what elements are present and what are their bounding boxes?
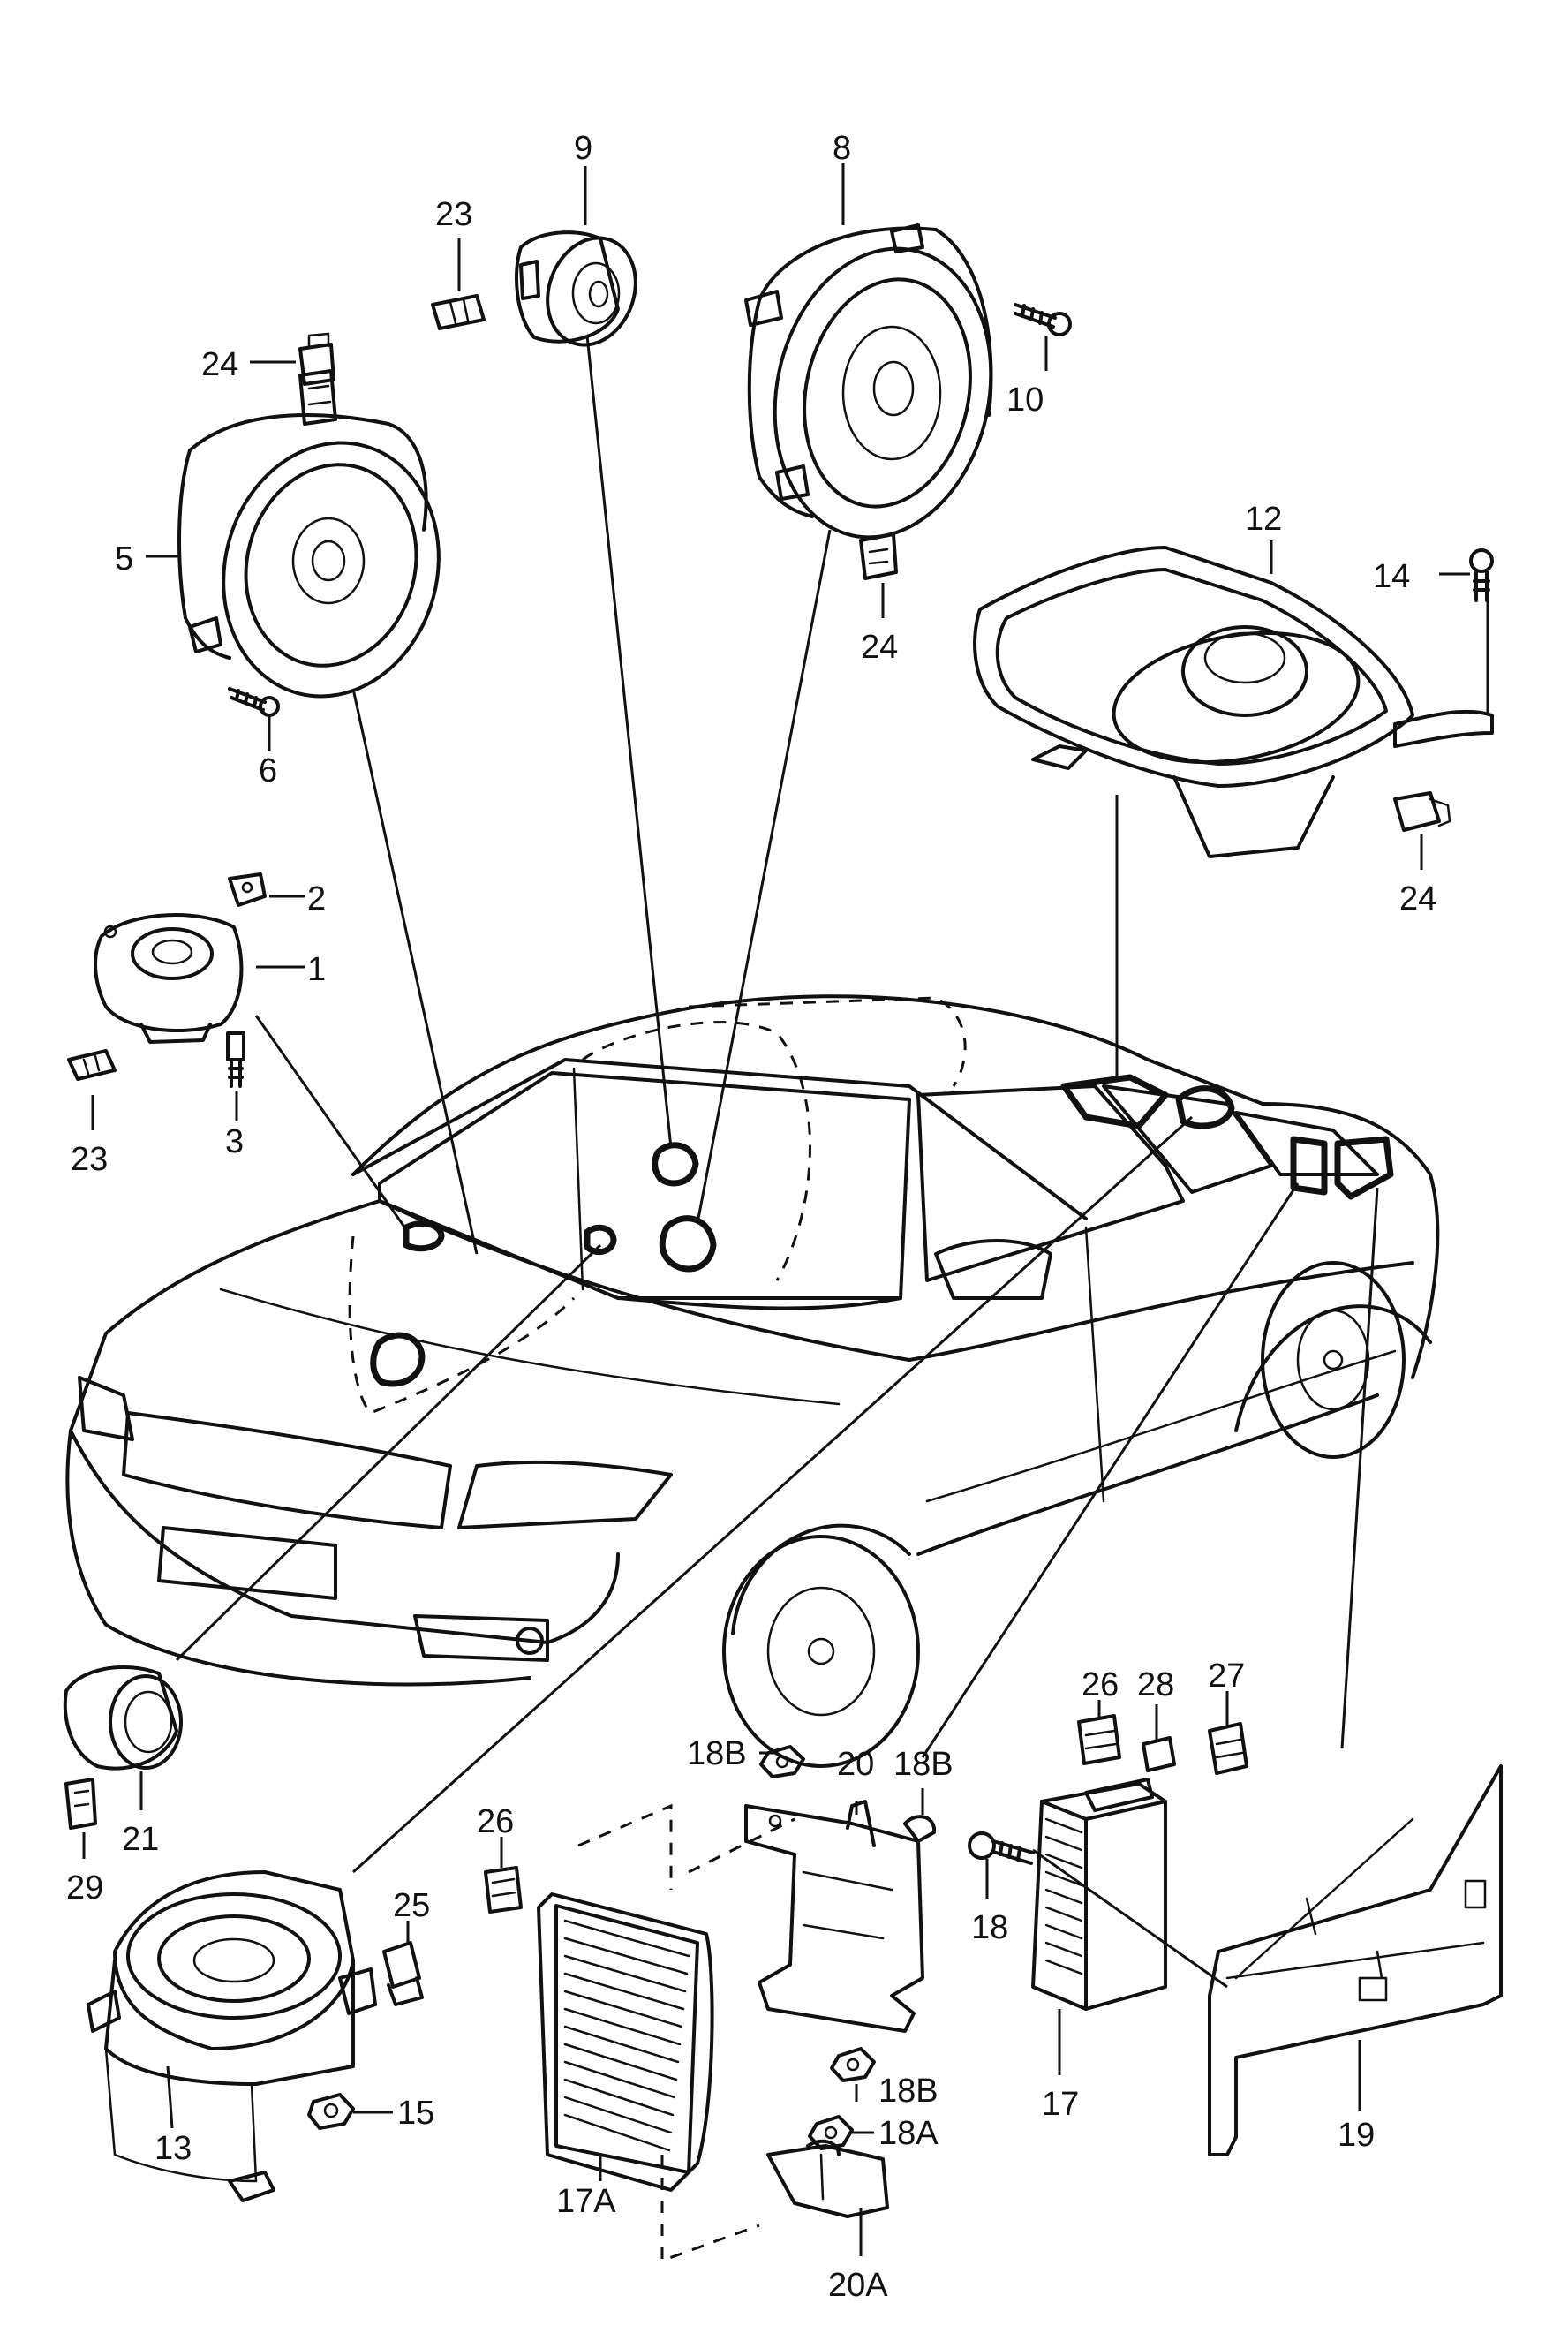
part-24-connector-right xyxy=(1393,791,1451,832)
part-14-screw xyxy=(1469,548,1494,602)
label-24-top-left: 24 xyxy=(201,346,238,383)
label-5: 5 xyxy=(115,540,133,578)
label-20a: 20A xyxy=(828,2267,888,2304)
label-17: 17 xyxy=(1042,2086,1079,2123)
part-18b-nut-top-left xyxy=(759,1745,805,1778)
label-28: 28 xyxy=(1137,1666,1174,1703)
part-29-connector xyxy=(64,1778,97,1830)
part-17a-amplifier xyxy=(537,1803,760,2263)
label-27: 27 xyxy=(1208,1658,1245,1695)
part-20-bracket xyxy=(688,1800,924,2033)
leader-lines xyxy=(82,163,1489,2256)
part-19-mounting-plate xyxy=(1208,1764,1503,2156)
label-3: 3 xyxy=(225,1123,244,1160)
part-2-clip xyxy=(228,872,267,907)
label-6: 6 xyxy=(259,752,277,789)
label-18b-bottom: 18B xyxy=(878,2073,939,2110)
label-18: 18 xyxy=(971,1909,1008,1946)
part-6-screw xyxy=(228,687,280,717)
part-18-screw xyxy=(968,1831,1035,1865)
label-23-top: 23 xyxy=(435,196,472,233)
part-28-connector xyxy=(1142,1736,1176,1772)
label-29: 29 xyxy=(66,1869,103,1907)
speaker-locations xyxy=(370,1074,1394,1387)
part-18a-nut xyxy=(808,2115,854,2150)
label-10: 10 xyxy=(1006,381,1044,419)
label-18b-top-right: 18B xyxy=(893,1746,954,1783)
part-10-screw xyxy=(1014,303,1072,336)
car-outline xyxy=(65,994,1440,1768)
part-20a-bracket xyxy=(766,2139,889,2218)
label-15: 15 xyxy=(397,2095,434,2132)
part-23-connector-top xyxy=(431,294,486,330)
part-21-speaker xyxy=(63,1665,183,1771)
part-12-rear-speaker xyxy=(973,546,1494,858)
part-18b-nut-bottom xyxy=(830,2047,876,2082)
part-24-connector-mid xyxy=(859,532,898,580)
label-20: 20 xyxy=(837,1746,874,1783)
label-9: 9 xyxy=(574,130,592,167)
label-14: 14 xyxy=(1373,558,1410,595)
label-21: 21 xyxy=(122,1821,159,1858)
part-labels: 1 2 3 5 6 8 9 10 12 13 14 15 17 17A 18 1… xyxy=(66,130,1436,2304)
label-24-mid: 24 xyxy=(861,629,898,666)
label-17a: 17A xyxy=(556,2183,616,2220)
part-3-screw xyxy=(226,1031,245,1088)
part-24-connector-top-left xyxy=(298,332,335,386)
label-1: 1 xyxy=(307,951,326,988)
part-9-tweeter xyxy=(515,230,637,347)
part-25-connector xyxy=(382,1941,424,2006)
label-19: 19 xyxy=(1338,2117,1375,2154)
label-13: 13 xyxy=(155,2130,192,2167)
part-27-connector xyxy=(1208,1722,1248,1775)
part-15-nut xyxy=(307,2093,355,2130)
label-2: 2 xyxy=(307,880,326,918)
part-1-tweeter xyxy=(94,913,244,1044)
label-23-left: 23 xyxy=(71,1141,108,1178)
part-23-connector-left xyxy=(67,1049,117,1081)
part-18b-nut-top-right xyxy=(903,1815,937,1843)
part-17-amplifier xyxy=(1031,1778,1167,2011)
label-18a: 18A xyxy=(878,2115,939,2152)
label-25: 25 xyxy=(393,1887,430,1924)
part-13-subwoofer xyxy=(87,1870,377,2202)
part-8-speaker xyxy=(744,223,993,540)
label-18b-top-left: 18B xyxy=(687,1735,747,1772)
label-26-left: 26 xyxy=(477,1803,514,1840)
part-26-connector-left xyxy=(484,1866,523,1914)
label-12: 12 xyxy=(1245,501,1282,538)
label-24-right: 24 xyxy=(1399,880,1436,918)
label-26-right: 26 xyxy=(1082,1666,1119,1703)
label-8: 8 xyxy=(833,130,851,167)
part-5-woofer xyxy=(177,369,441,699)
part-26-connector-right xyxy=(1077,1714,1121,1765)
